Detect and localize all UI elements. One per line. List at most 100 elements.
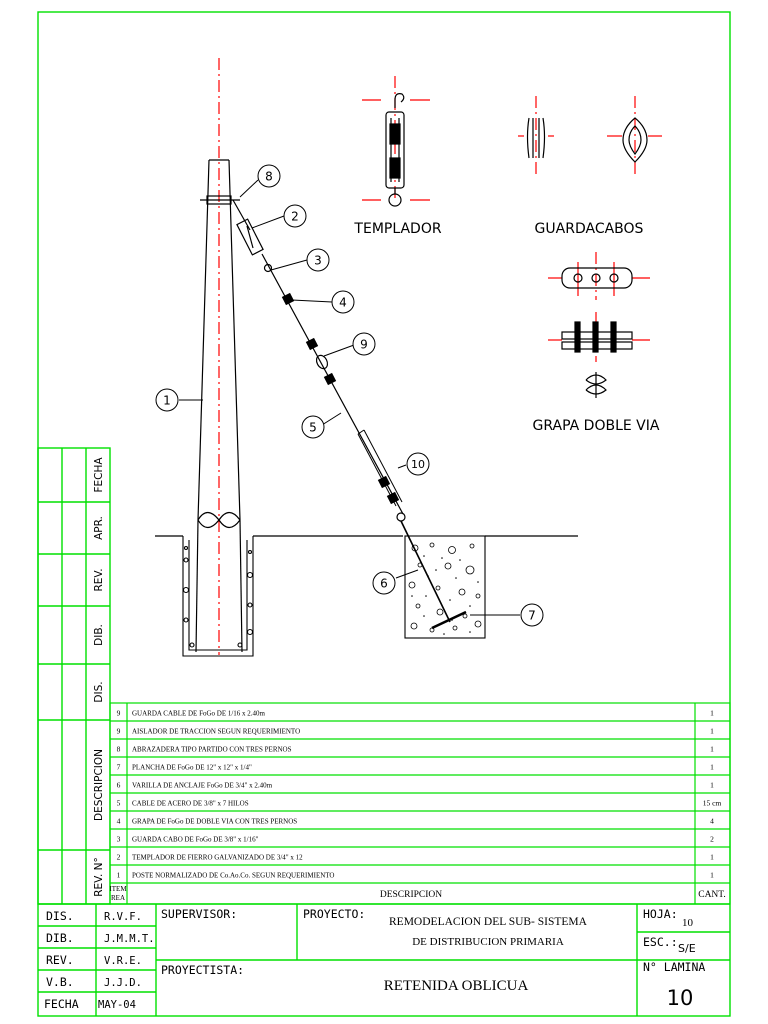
row-item: 9 bbox=[117, 709, 121, 718]
row-cantidad: 1 bbox=[710, 763, 714, 772]
grapa-detail bbox=[561, 267, 633, 398]
title-block: DIS. R.V.F. DIB. J.M.M.T. REV. V.R.E. V.… bbox=[44, 907, 705, 1011]
sidebar-fecha: FECHA bbox=[93, 457, 105, 493]
row-item: 7 bbox=[117, 763, 121, 772]
title-block-grid bbox=[38, 903, 730, 1016]
row-descripcion: TEMPLADOR DE FIERRO GALVANIZADO DE 3/4" … bbox=[132, 854, 303, 862]
tb-proyecto-label: PROYECTO: bbox=[303, 907, 365, 921]
row-cantidad: 1 bbox=[710, 727, 714, 736]
grapa-label: GRAPA DOBLE VIA bbox=[533, 418, 660, 434]
tb-proyecto-line1: REMODELACION DEL SUB- SISTEMA bbox=[389, 916, 588, 928]
callout-9: 9 bbox=[352, 332, 376, 356]
tb-hoja-value: 10 bbox=[682, 917, 694, 929]
row-cantidad: 1 bbox=[710, 745, 714, 754]
row-descripcion: CABLE DE ACERO DE 3/8" x 7 HILOS bbox=[132, 800, 249, 808]
row-cantidad: 4 bbox=[710, 817, 714, 826]
table-row: 9 AISLADOR DE TRACCION SEGUN REQUERIMIENT… bbox=[117, 727, 715, 736]
row-item: 3 bbox=[117, 835, 121, 844]
row-cantidad: 1 bbox=[710, 709, 714, 718]
callout-text: 5 bbox=[309, 421, 317, 435]
callout-3: 3 bbox=[306, 248, 330, 272]
tb-titulo: RETENIDA OBLICUA bbox=[384, 978, 529, 994]
header-item-2: REA bbox=[111, 894, 125, 902]
callout-text: 6 bbox=[380, 577, 388, 591]
detail-axis-ticks bbox=[362, 99, 662, 341]
callout-2: 2 bbox=[283, 204, 307, 228]
row-descripcion: VARILLA DE ANCLAJE FoGo DE 3/4" x 2.40m bbox=[132, 782, 273, 790]
sheet-border bbox=[37, 11, 731, 1017]
tb-dib-label: DIB. bbox=[46, 931, 74, 945]
row-descripcion: AISLADOR DE TRACCION SEGUN REQUERIMIENTO bbox=[132, 728, 300, 736]
sidebar-rev: REV. bbox=[93, 568, 105, 591]
tb-dis-value: R.V.F. bbox=[104, 911, 142, 923]
row-item: 4 bbox=[117, 817, 121, 826]
callout-4: 4 bbox=[331, 290, 355, 314]
anchor-pit bbox=[404, 535, 486, 639]
callout-text: 9 bbox=[360, 338, 368, 352]
tb-esc-value: S/E bbox=[678, 942, 696, 955]
row-item: 1 bbox=[117, 871, 121, 880]
pole bbox=[195, 159, 243, 653]
row-descripcion: GUARDA CABLE DE FoGo DE 1/16 x 2.40m bbox=[132, 710, 266, 718]
tb-dib-value: J.M.M.T. bbox=[104, 933, 155, 945]
header-item: ITEM bbox=[109, 885, 127, 893]
row-item: 6 bbox=[117, 781, 121, 790]
row-descripcion: POSTE NORMALIZADO DE Co.Ao.Co. SEGUN REQ… bbox=[132, 872, 334, 880]
callout-text: 8 bbox=[265, 170, 273, 184]
table-row: 1 POSTE NORMALIZADO DE Co.Ao.Co. SEGUN RE… bbox=[117, 871, 715, 880]
sidebar-apr: APR. bbox=[93, 516, 105, 540]
table-row: 8 ABRAZADERA TIPO PARTIDO CON TRES PERNOS… bbox=[117, 745, 715, 754]
tb-dis-label: DIS. bbox=[46, 909, 74, 923]
table-row: 5 CABLE DE ACERO DE 3/8" x 7 HILOS 15 cm bbox=[117, 799, 722, 808]
row-item: 8 bbox=[117, 745, 121, 754]
callout-text: 2 bbox=[291, 210, 299, 224]
callout-10: 10 bbox=[406, 452, 430, 476]
sidebar-dib: DIB. bbox=[93, 624, 105, 646]
tb-hoja-label: HOJA: bbox=[643, 907, 678, 921]
guardacabos-detail bbox=[526, 117, 648, 163]
callout-text: 4 bbox=[339, 296, 347, 310]
tb-proyecto-line2: DE DISTRIBUCION PRIMARIA bbox=[412, 936, 564, 948]
row-descripcion: ABRAZADERA TIPO PARTIDO CON TRES PERNOS bbox=[132, 746, 292, 754]
row-cantidad: 2 bbox=[710, 835, 714, 844]
row-cantidad: 15 cm bbox=[703, 799, 722, 808]
guardacabos-label: GUARDACABOS bbox=[535, 221, 644, 237]
table-row: 7 PLANCHA DE FoGo DE 12" x 12" x 1/4" 1 bbox=[117, 763, 715, 772]
header-descripcion: DESCRIPCION bbox=[380, 890, 442, 900]
tb-lamina-label: N° LAMINA bbox=[643, 960, 705, 974]
sidebar-dis: DIS. bbox=[93, 681, 105, 702]
tb-vb-value: J.J.D. bbox=[104, 977, 142, 989]
row-cantidad: 1 bbox=[710, 853, 714, 862]
callout-text: 10 bbox=[411, 458, 425, 471]
table-row: 6 VARILLA DE ANCLAJE FoGo DE 3/4" x 2.40m… bbox=[117, 781, 715, 790]
materials-table-grid bbox=[109, 702, 731, 905]
callout-8: 8 bbox=[257, 164, 281, 188]
callout-7: 7 bbox=[520, 603, 544, 627]
tb-vb-label: V.B. bbox=[46, 975, 74, 989]
row-descripcion: GRAPA DE FoGo DE DOBLE VIA CON TRES PERN… bbox=[132, 818, 297, 826]
callout-text: 7 bbox=[528, 609, 536, 623]
callout-1: 1 bbox=[155, 388, 179, 412]
tb-fecha-label: FECHA bbox=[44, 997, 79, 1011]
tb-rev-value: V.R.E. bbox=[104, 955, 142, 967]
row-descripcion: GUARDA CABO DE FoGo DE 3/8" x 1/16" bbox=[132, 836, 259, 844]
tb-proyectista-label: PROYECTISTA: bbox=[161, 963, 244, 977]
templador-detail bbox=[385, 93, 405, 207]
tb-fecha-value: MAY-04 bbox=[98, 999, 136, 1011]
guy-wire bbox=[232, 199, 451, 623]
templador-label: TEMPLADOR bbox=[353, 221, 441, 237]
table-row: 4 GRAPA DE FoGo DE DOBLE VIA CON TRES PER… bbox=[117, 817, 715, 826]
header-cant: CANT. bbox=[698, 890, 726, 900]
tb-supervisor-label: SUPERVISOR: bbox=[161, 907, 237, 921]
row-descripcion: PLANCHA DE FoGo DE 12" x 12" x 1/4" bbox=[132, 764, 252, 772]
row-item: 5 bbox=[117, 799, 121, 808]
callout-leaders bbox=[179, 179, 520, 616]
row-item: 9 bbox=[117, 727, 121, 736]
revision-sidebar: FECHA APR. REV. DIB. DIS. DESCRIPCION RE… bbox=[93, 457, 105, 897]
pole-pit bbox=[182, 536, 254, 657]
callout-text: 1 bbox=[163, 394, 171, 408]
